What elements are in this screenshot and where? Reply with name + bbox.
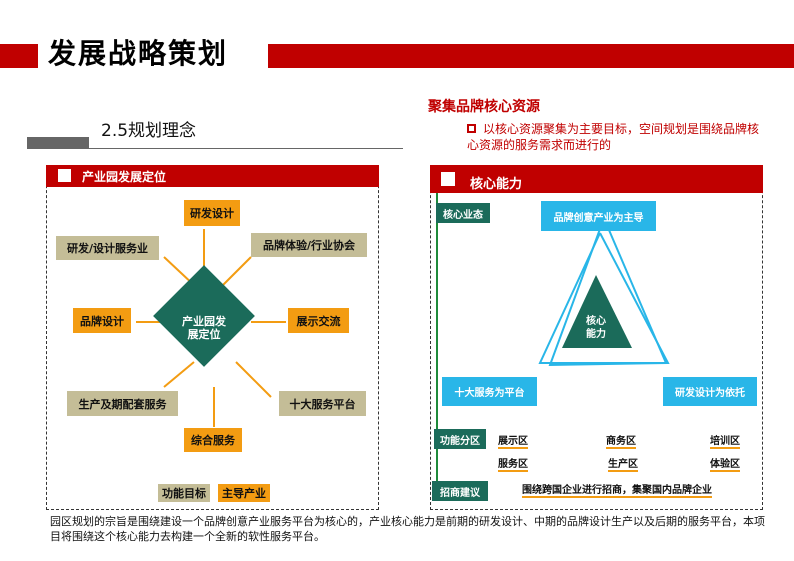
header-square-icon [441,172,455,186]
zone-production: 生产区 [608,455,638,472]
node-exhibition: 展示交流 [288,308,349,333]
node-ten-platforms: 十大服务平台 [279,391,366,416]
center-diamond-label: 产业园发 展定位 [182,315,226,341]
left-panel-title: 产业园发展定位 [82,170,167,184]
left-panel-header [46,165,379,187]
node-rd-service: 研发/设计服务业 [56,236,159,260]
node-rd-design: 研发设计 [184,200,240,226]
subtitle-gray-block [27,137,89,149]
right-panel-header [430,165,763,193]
zone-experience: 体验区 [710,455,740,472]
legend-function-goal: 功能目标 [158,484,210,502]
zone-exhibition: 展示区 [498,432,528,449]
tag-core-format: 核心业态 [436,203,490,223]
brand-description: 以核心资源聚集为主要目标，空间规划是围绕品牌核心资源的服务需求而进行的 [467,122,760,152]
zone-business: 商务区 [606,432,636,449]
legend-leading-industry: 主导产业 [218,484,270,502]
footer-description: 园区规划的宗旨是围绕建设一个品牌创意产业服务平台为核心的，产业核心能力是前期的研… [50,515,765,543]
header-square-icon [58,169,71,182]
tag-function-zone: 功能分区 [434,429,486,449]
subtitle-divider [27,148,403,149]
node-general-service: 综合服务 [184,428,242,452]
bullet-square-icon [467,124,476,133]
right-panel-title: 核心能力 [470,177,523,192]
section-subtitle: 2.5规划理念 [101,121,197,141]
tag-investment: 招商建议 [432,481,488,501]
node-brand-experience: 品牌体验/行业协会 [251,233,367,257]
triangle-center-core: 核心 能力 [586,316,606,340]
investment-suggestion: 围绕跨国企业进行招商，集聚国内品牌企业 [522,481,712,498]
header-red-bar-left [0,44,38,68]
green-divider [436,193,438,501]
node-brand-design: 品牌设计 [73,308,131,333]
triangle-right-rd-design: 研发设计为依托 [663,377,757,406]
zone-service: 服务区 [498,455,528,472]
brand-title: 聚集品牌核心资源 [428,99,540,115]
triangle-arrows [538,222,670,367]
zone-training: 培训区 [710,432,740,449]
triangle-top-brand-creative: 品牌创意产业为主导 [541,201,656,231]
node-production-service: 生产及期配套服务 [67,391,178,416]
triangle-left-ten-platforms: 十大服务为平台 [442,377,537,406]
page-title: 发展战略策划 [48,37,229,70]
header-red-bar-right [268,44,794,68]
